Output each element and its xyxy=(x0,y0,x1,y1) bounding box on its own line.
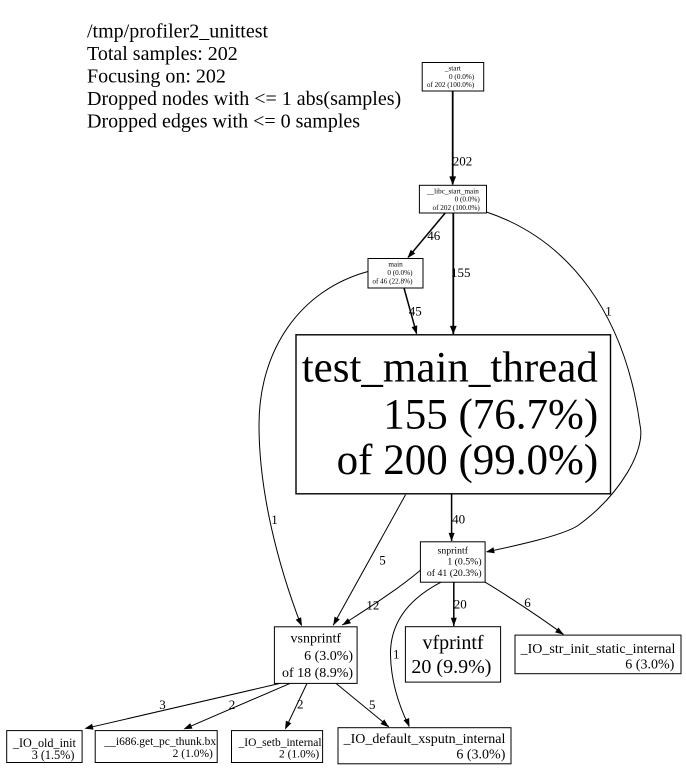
svg-text:test_main_thread: test_main_thread xyxy=(302,344,598,391)
svg-text:Total samples: 202: Total samples: 202 xyxy=(87,43,238,65)
svg-text:0 (0.0%): 0 (0.0%) xyxy=(449,73,475,81)
svg-text:40: 40 xyxy=(452,512,465,527)
svg-text:6 (3.0%): 6 (3.0%) xyxy=(304,649,353,664)
svg-text:Dropped edges with <= 0 sample: Dropped edges with <= 0 samples xyxy=(87,111,360,133)
svg-text:_IO_str_init_static_internal: _IO_str_init_static_internal xyxy=(520,642,676,657)
svg-text:of 202 (100.0%): of 202 (100.0%) xyxy=(432,204,480,212)
svg-text:1 (0.5%): 1 (0.5%) xyxy=(447,557,481,568)
svg-text:__i686.get_pc_thunk.bx: __i686.get_pc_thunk.bx xyxy=(103,736,216,748)
svg-text:of 46 (22.8%): of 46 (22.8%) xyxy=(372,277,413,285)
svg-text:_IO_setb_internal: _IO_setb_internal xyxy=(238,737,322,749)
svg-text:6 (3.0%): 6 (3.0%) xyxy=(456,747,505,762)
svg-text:of 18 (8.9%): of 18 (8.9%) xyxy=(282,666,353,681)
svg-text:6 (3.0%): 6 (3.0%) xyxy=(625,658,674,673)
svg-text:snprintf: snprintf xyxy=(438,545,469,556)
svg-text:1: 1 xyxy=(271,512,278,527)
svg-text:1: 1 xyxy=(605,304,612,319)
svg-text:vfprintf: vfprintf xyxy=(422,632,483,654)
svg-text:_start: _start xyxy=(444,64,461,72)
svg-text:6: 6 xyxy=(524,595,531,610)
svg-text:3 (1.5%): 3 (1.5%) xyxy=(32,748,75,762)
svg-text:2: 2 xyxy=(229,697,236,712)
svg-text:2: 2 xyxy=(297,697,304,712)
svg-text:3: 3 xyxy=(159,697,166,712)
svg-text:0 (0.0%): 0 (0.0%) xyxy=(387,269,413,277)
svg-text:Dropped nodes with <= 1 abs(sa: Dropped nodes with <= 1 abs(samples) xyxy=(87,88,401,110)
svg-text:/tmp/profiler2_unittest: /tmp/profiler2_unittest xyxy=(87,20,269,42)
svg-text:202: 202 xyxy=(453,153,473,168)
svg-text:155: 155 xyxy=(451,265,471,280)
svg-text:20 (9.9%): 20 (9.9%) xyxy=(411,656,491,678)
svg-text:0 (0.0%): 0 (0.0%) xyxy=(455,196,481,204)
svg-text:vsnprintf: vsnprintf xyxy=(291,632,342,647)
svg-text:__libc_start_main: __libc_start_main xyxy=(426,187,479,195)
svg-text:2 (1.0%): 2 (1.0%) xyxy=(173,748,213,760)
svg-text:_IO_old_init: _IO_old_init xyxy=(12,736,77,750)
svg-text:of 202 (100.0%): of 202 (100.0%) xyxy=(427,81,475,89)
svg-text:5: 5 xyxy=(369,697,376,712)
svg-text:Focusing on: 202: Focusing on: 202 xyxy=(87,66,226,88)
svg-text:of 41 (20.3%): of 41 (20.3%) xyxy=(427,568,482,579)
svg-text:1: 1 xyxy=(393,646,400,661)
svg-text:12: 12 xyxy=(366,597,379,612)
svg-text:45: 45 xyxy=(409,303,422,318)
svg-text:46: 46 xyxy=(427,228,441,243)
svg-text:5: 5 xyxy=(379,552,386,567)
svg-text:2 (1.0%): 2 (1.0%) xyxy=(279,748,319,760)
svg-text:20: 20 xyxy=(454,597,467,612)
svg-text:of 200 (99.0%): of 200 (99.0%) xyxy=(337,437,599,484)
svg-text:main: main xyxy=(388,261,403,269)
svg-text:_IO_default_xsputn_internal: _IO_default_xsputn_internal xyxy=(343,732,506,747)
svg-text:155 (76.7%): 155 (76.7%) xyxy=(383,391,598,438)
